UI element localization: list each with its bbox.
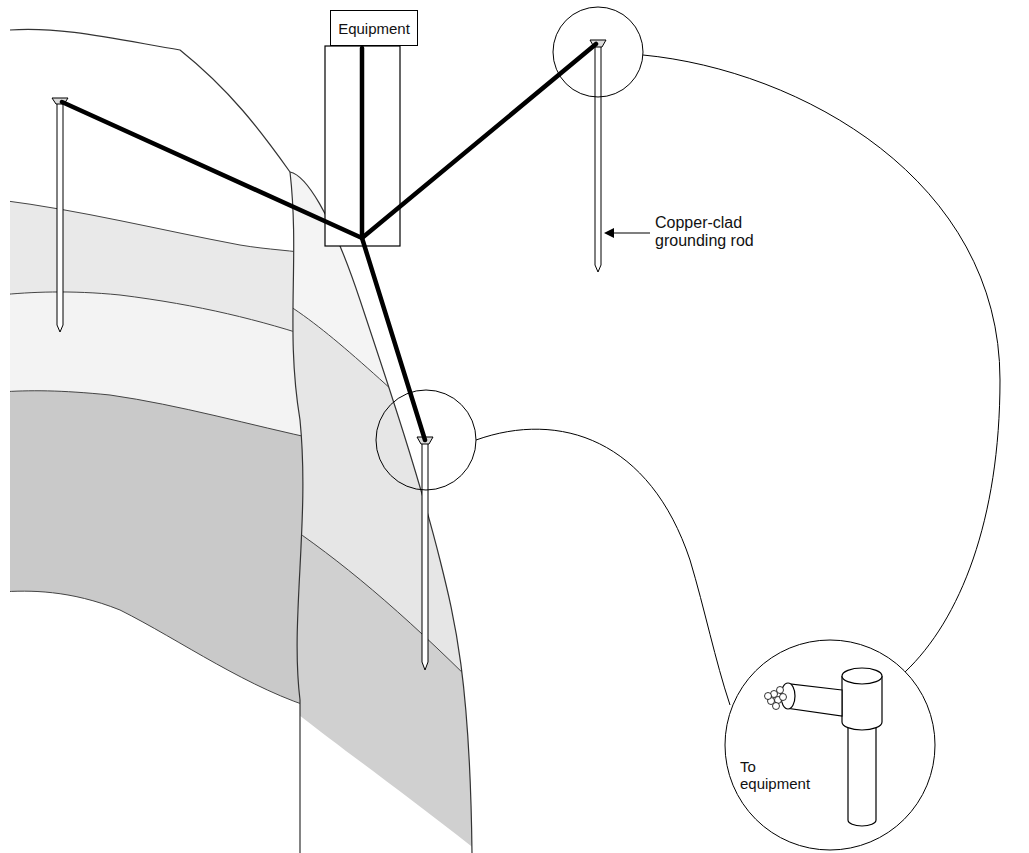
detail-label: To equipment: [740, 758, 820, 793]
node-text: Equipment: [338, 20, 410, 37]
clamp-detail: [765, 668, 883, 826]
label-arrow: [604, 228, 650, 238]
soil-strip: [280, 160, 480, 853]
equipment-box: Equipment: [330, 10, 418, 46]
grounding-rods: [52, 40, 606, 670]
ground-wires: [62, 44, 596, 440]
part-label: Copper-clad grounding rod: [655, 214, 780, 251]
callout-circles: [376, 7, 1000, 850]
